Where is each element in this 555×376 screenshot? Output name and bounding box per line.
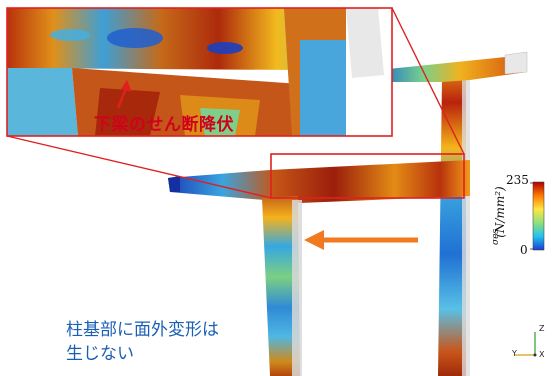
upper-beam [378,51,528,82]
highlight-box [270,153,465,199]
no-deformation-line1: 柱基部に面外変形は [66,320,219,340]
axes-triad-icon [515,332,537,357]
axis-z-label: Z [539,324,545,333]
callout-leader-upper [391,7,465,155]
shear-yield-label: 下梁のせん断降伏 [94,115,234,135]
colorbar-min-label: 0 [520,243,528,257]
colorbar-max-label: 235 [506,173,529,187]
colorbar [530,181,545,251]
shear-arrow [116,80,132,109]
axis-y-label: Y [512,349,517,358]
axis-x-label: X [539,350,545,359]
load-arrow-icon [304,230,418,250]
colorbar-variable-label: σes [491,228,502,246]
left-column [262,196,302,376]
right-column [438,72,470,376]
callout-leader-lower [6,135,272,199]
lower-beam [168,160,470,203]
no-deformation-label: 柱基部に面外変形は 生じない [66,318,219,366]
inset-zoom-panel [6,7,393,137]
no-deformation-line2: 生じない [66,344,134,364]
